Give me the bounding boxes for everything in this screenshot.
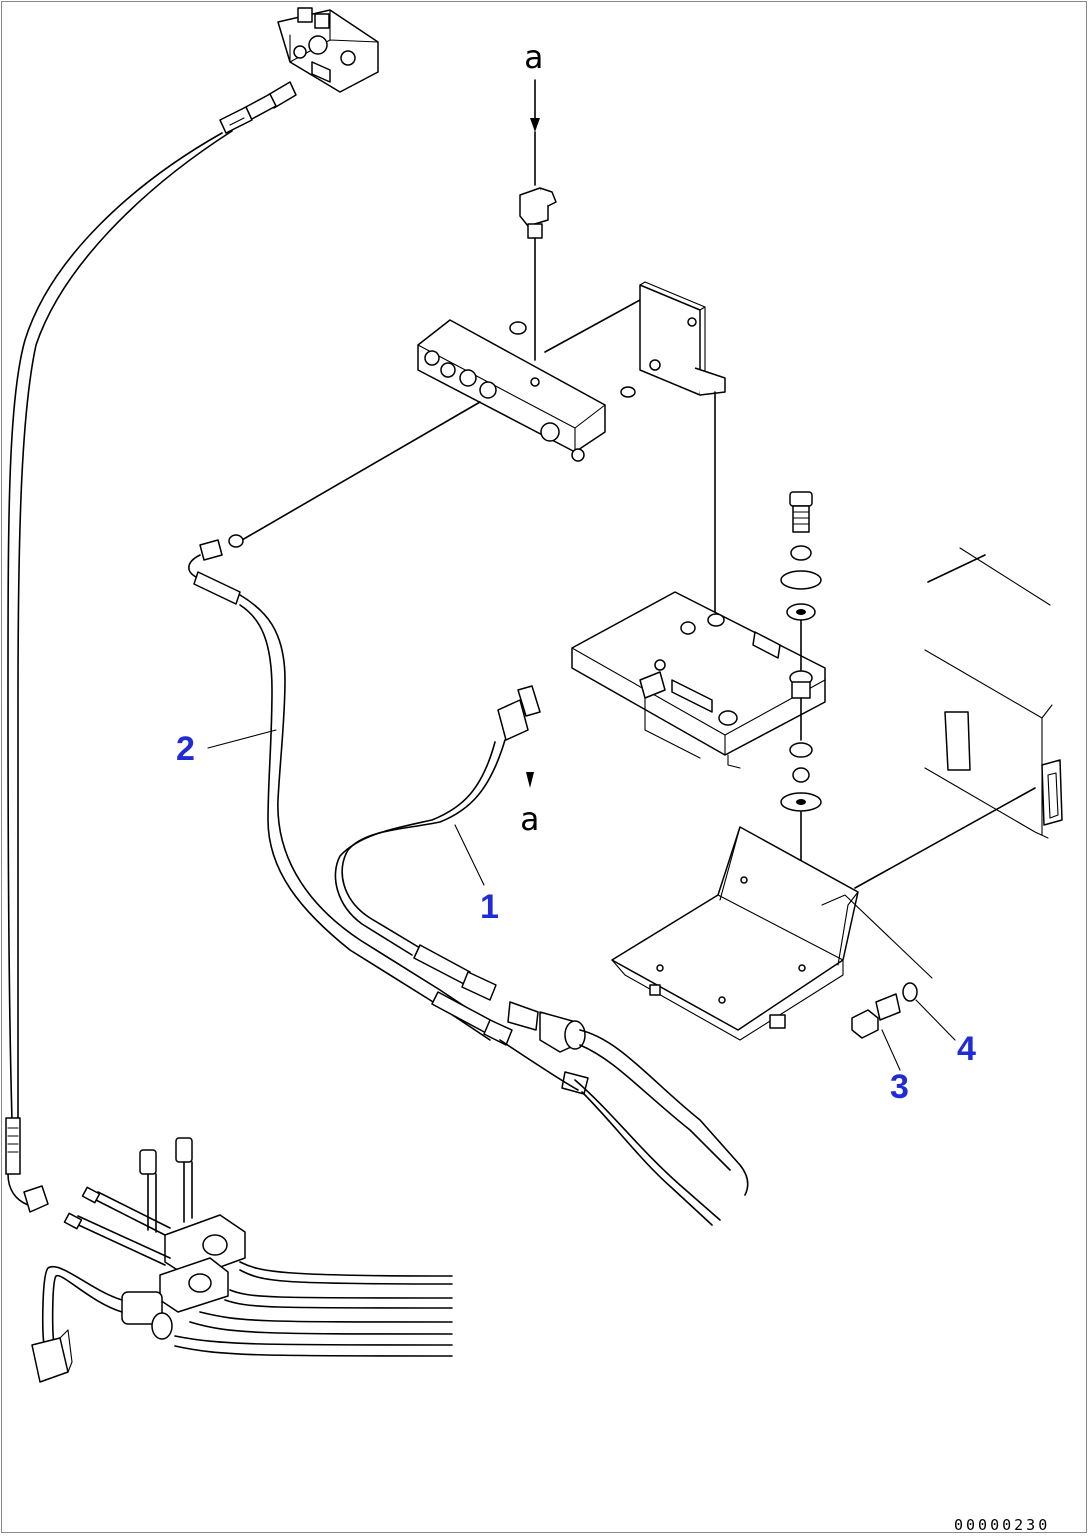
drawing-code: 00000230 [954,1516,1050,1534]
hose-to-manifold [188,401,501,1041]
callout-part-3: 3 [890,1068,909,1106]
reference-a-top: a [524,38,543,132]
reference-mark-a-top: a [524,38,543,76]
pressure-sensor [519,131,557,361]
callout-part-2: 2 [176,730,195,768]
machine-frame-body [821,547,1063,979]
mounting-plate [571,591,826,769]
bolt-part-3 [851,993,901,1039]
hose-fitting-bottom-left [5,1117,49,1213]
long-hose-left [7,130,233,1121]
hose-fitting-top [219,81,297,134]
mounting-bracket-plate [544,281,726,721]
hose-part-1 [334,685,541,1001]
hose-fitting-pair [431,991,749,1226]
control-valve-bundle [31,1137,453,1383]
manifold-block [417,319,636,462]
l-bracket [611,826,859,1041]
leader-lines [207,729,956,1071]
callout-part-4: 4 [957,1030,976,1068]
reference-a-middle: a [520,772,539,838]
washer-part-4 [902,982,918,1002]
reference-mark-a-middle: a [520,800,539,838]
callout-part-1: 1 [480,888,499,926]
top-valve-block [277,7,379,93]
